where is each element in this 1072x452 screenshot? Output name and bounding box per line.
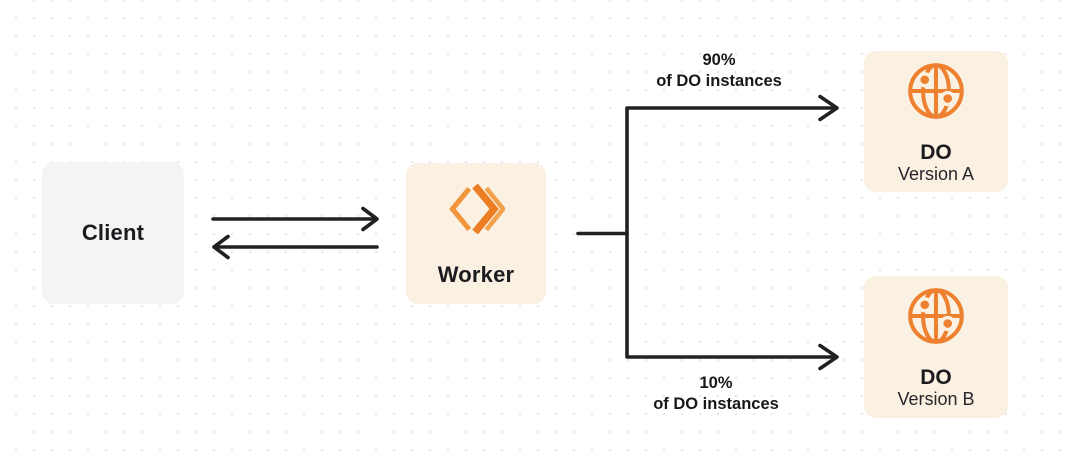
arrow-to-version-b: [818, 343, 839, 371]
branch-trunk: [576, 106, 834, 359]
do-a-title: DO: [920, 141, 952, 164]
do-version-a-node: DO Version A: [864, 51, 1008, 192]
globe-icon: [906, 286, 966, 346]
split-bottom-percent: 10%: [699, 374, 733, 392]
split-top-percent: 90%: [702, 51, 736, 69]
split-label-bottom: 10% of DO instances: [616, 373, 816, 415]
worker-label: Worker: [437, 262, 515, 287]
split-label-top: 90% of DO instances: [619, 50, 819, 92]
do-b-subtitle: Version B: [897, 389, 975, 409]
arrow-worker-to-client: [212, 234, 379, 260]
globe-icon: [906, 61, 966, 121]
workers-logo-icon: [447, 180, 505, 238]
split-bottom-caption: of DO instances: [653, 395, 779, 413]
client-node: Client: [42, 162, 184, 304]
arrow-client-to-worker: [211, 206, 379, 232]
worker-node: Worker: [406, 163, 546, 304]
arrow-to-version-a: [818, 94, 839, 122]
do-version-b-node: DO Version B: [864, 276, 1008, 418]
split-top-caption: of DO instances: [656, 72, 782, 90]
client-label: Client: [81, 220, 145, 245]
do-b-title: DO: [920, 366, 952, 389]
do-a-subtitle: Version A: [897, 164, 975, 184]
